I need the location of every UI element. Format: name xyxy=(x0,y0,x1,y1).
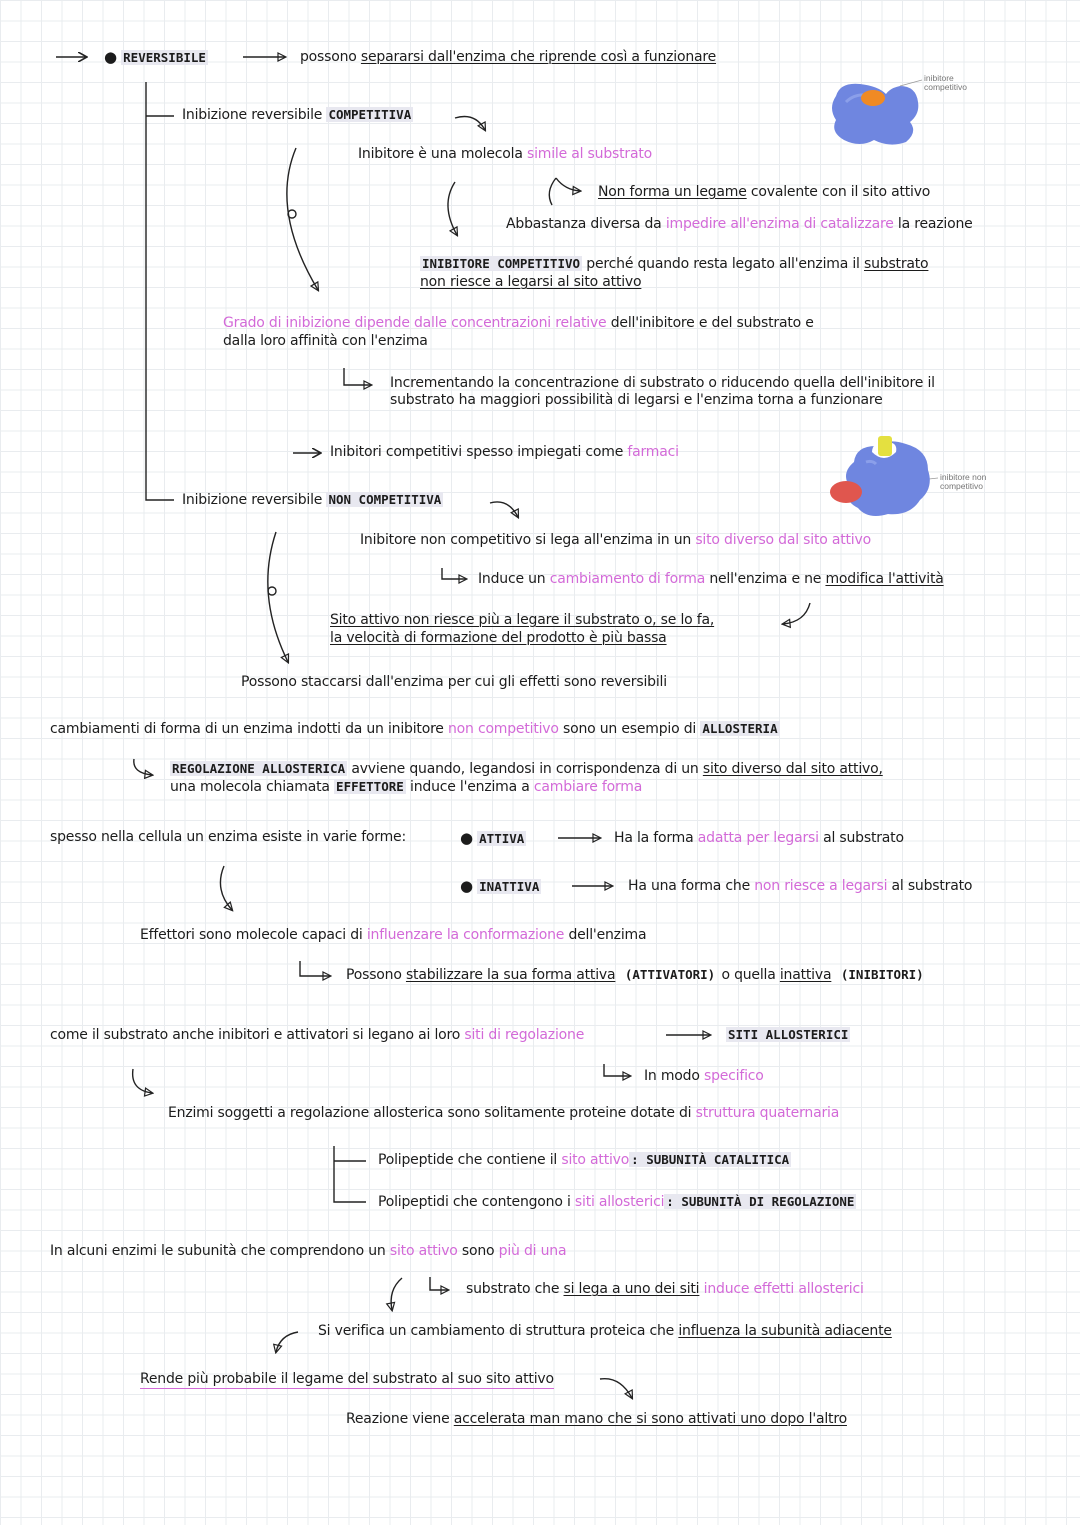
competitiva-line-6: Grado di inibizione dipende dalle concen… xyxy=(223,315,814,331)
arrow-induce xyxy=(441,568,466,579)
subunita-line-2: substrato che si lega a uno dei siti ind… xyxy=(466,1281,864,1297)
noncompetitiva-line-3: Sito attivo non riesce più a legare il s… xyxy=(330,612,715,628)
enzyme-competitive-illustration xyxy=(832,83,919,145)
siti-line-4: Polipeptide che contiene il sito attivo:… xyxy=(378,1152,792,1168)
noncompetitiva-line-4: la velocità di formazione del prodotto è… xyxy=(330,630,667,646)
subunita-line-4: Rende più probabile il legame del substr… xyxy=(140,1371,554,1389)
siti-allosterici-label: SITI ALLOSTERICI xyxy=(726,1027,851,1042)
allosteria-line-2: REGOLAZIONE ALLOSTERICA avviene quando, … xyxy=(170,761,883,777)
arrow-stabilizzare xyxy=(299,961,330,976)
reversibile-label: REVERSIBILE xyxy=(121,50,208,65)
reversibile-heading: ● REVERSIBILE xyxy=(104,48,208,66)
caption-inibitore-competitivo: inibitore competitivo xyxy=(924,73,967,92)
enzyme-noncompetitive-illustration xyxy=(830,436,930,516)
curve-substrato-down xyxy=(391,1277,403,1310)
curve-forms xyxy=(219,865,232,910)
siti-line-5: Polipeptidi che contengono i siti allost… xyxy=(378,1194,857,1210)
subunita-line-5: Reazione viene accelerata man mano che s… xyxy=(346,1411,847,1427)
arrow-substrato xyxy=(429,1277,448,1290)
arrow-nonforma xyxy=(548,177,580,206)
competitiva-line-8: Incrementando la concentrazione di subst… xyxy=(390,375,935,391)
curve-small-comp xyxy=(447,181,457,235)
arrow-specifico xyxy=(603,1064,630,1076)
arrow-incrementando xyxy=(343,368,371,385)
forms-lead: spesso nella cellula un enzima esiste in… xyxy=(50,829,406,845)
noncompetitiva-title: Inibizione reversibile NON COMPETITIVA xyxy=(182,492,444,508)
form-attiva-desc: Ha la forma adatta per legarsi al substr… xyxy=(614,830,904,846)
competitiva-line-4: INIBITORE COMPETITIVO perché quando rest… xyxy=(420,256,929,272)
competitiva-line-1: Inibitore è una molecola simile al subst… xyxy=(358,146,652,162)
competitiva-line-5: non riesce a legarsi al sito attivo xyxy=(420,274,642,290)
arrow-regolazione xyxy=(133,758,152,775)
siti-line-2: In modo specifico xyxy=(644,1068,764,1084)
noncompetitiva-line-2: Induce un cambiamento di forma nell'enzi… xyxy=(478,571,944,587)
competitiva-line-7: dalla loro affinità con l'enzima xyxy=(223,333,428,349)
bracket-subunita xyxy=(333,1146,366,1203)
noncompetitive-inhibitor-shape xyxy=(830,481,862,503)
curve-enzimi xyxy=(131,1068,152,1093)
substrate-shape xyxy=(878,436,892,456)
caption-inibitore-non-competitivo: inibitore non competitivo xyxy=(940,472,987,491)
curve-big-noncomp xyxy=(267,531,288,662)
competitiva-line-2: Non forma un legame covalente con il sit… xyxy=(598,184,931,200)
stabilizzare-line: Possono stabilizzare la sua forma attiva… xyxy=(346,967,924,983)
competitiva-line-10: Inibitori competitivi spesso impiegati c… xyxy=(330,444,679,460)
competitiva-line-3: Abbastanza diversa da impedire all'enzim… xyxy=(506,216,973,232)
arrow-noncompetitiva xyxy=(489,501,518,517)
effettori-line: Effettori sono molecole capaci di influe… xyxy=(140,927,647,943)
form-attiva: ● ATTIVA xyxy=(460,829,527,847)
noncompetitiva-line-1: Inibitore non competitivo si lega all'en… xyxy=(360,532,871,548)
curve-big-comp xyxy=(286,147,318,290)
arrow-rende xyxy=(599,1377,632,1398)
competitiva-line-9: substrato ha maggiori possibilità di leg… xyxy=(390,392,883,408)
competitive-inhibitor-shape xyxy=(861,90,885,106)
reversibile-lead: possono separarsi dall'enzima che ripren… xyxy=(300,49,717,65)
subunita-line-3: Si verifica un cambiamento di struttura … xyxy=(318,1323,892,1339)
noncompetitiva-line-5: Possono staccarsi dall'enzima per cui gl… xyxy=(241,674,667,690)
main-bracket xyxy=(145,82,174,501)
form-inattiva: ● INATTIVA xyxy=(460,877,542,895)
subunita-line-1: In alcuni enzimi le subunità che compren… xyxy=(50,1243,567,1259)
arrow-back-sito xyxy=(783,602,811,624)
siti-line-1: come il substrato anche inibitori e atti… xyxy=(50,1027,585,1043)
competitiva-title: Inibizione reversibile COMPETITIVA xyxy=(182,107,414,123)
allosteria-line-3: una molecola chiamata EFFETTORE induce l… xyxy=(170,779,643,795)
allosteria-line-1: cambiamenti di forma di un enzima indott… xyxy=(50,721,780,737)
form-inattiva-desc: Ha una forma che non riesce a legarsi al… xyxy=(628,878,973,894)
curve-verifica-down xyxy=(276,1331,299,1352)
arrow-competitiva xyxy=(454,115,485,131)
siti-line-3: Enzimi soggetti a regolazione allosteric… xyxy=(168,1105,840,1121)
